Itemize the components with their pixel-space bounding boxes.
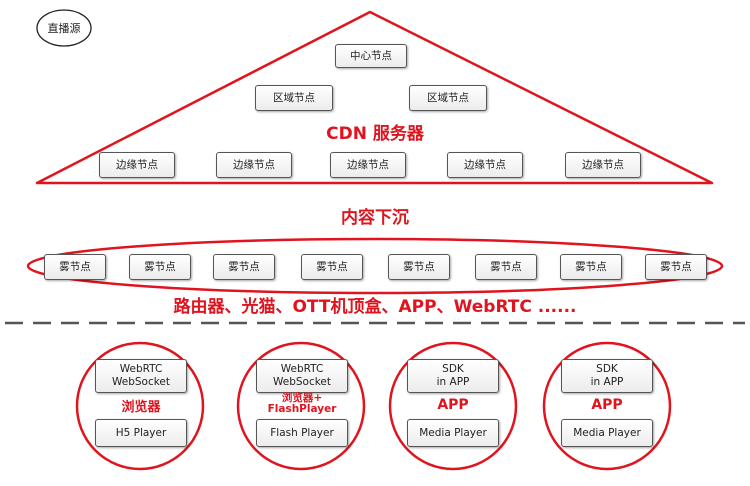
edge-node: 边缘节点 <box>99 152 175 178</box>
client-label: APP <box>437 397 469 413</box>
client-protocol-box: SDK in APP <box>561 359 653 393</box>
client-label: 浏览器 <box>121 400 161 415</box>
client-player-box: Media Player <box>407 419 499 447</box>
protocol-line: SDK <box>596 363 618 375</box>
edge-node: 边缘节点 <box>216 152 292 178</box>
fog-node: 雾节点 <box>475 254 537 280</box>
devices-label: 路由器、光猫、OTT机顶盒、APP、WebRTC ...... <box>173 297 577 317</box>
protocol-line: WebRTC <box>119 363 163 375</box>
fog-node: 雾节点 <box>560 254 622 280</box>
source-label: 直播源 <box>47 22 81 35</box>
region-node: 区域节点 <box>409 85 487 111</box>
center-node: 中心节点 <box>335 44 407 68</box>
client-player-box: Flash Player <box>256 419 348 447</box>
fog-node: 雾节点 <box>44 254 106 280</box>
edge-node: 边缘节点 <box>565 152 641 178</box>
fog-node: 雾节点 <box>388 254 450 280</box>
fog-node: 雾节点 <box>129 254 191 280</box>
fog-node: 雾节点 <box>213 254 275 280</box>
client-protocol-box: SDK in APP <box>407 359 499 393</box>
client-label: 浏览器+ FlashPlayer <box>267 392 337 415</box>
edge-node: 边缘节点 <box>330 152 406 178</box>
protocol-line: WebSocket <box>272 376 332 388</box>
client-label: APP <box>591 397 623 413</box>
protocol-line: SDK <box>442 363 464 375</box>
edge-node: 边缘节点 <box>447 152 523 178</box>
fog-node: 雾节点 <box>301 254 363 280</box>
region-node: 区域节点 <box>255 85 333 111</box>
sink-label: 内容下沉 <box>341 208 409 228</box>
client-circle <box>542 341 672 471</box>
client-protocol-box: WebRTC WebSocket <box>95 359 187 393</box>
protocol-line: in APP <box>436 376 470 388</box>
fog-ellipse <box>26 237 724 295</box>
client-player-box: H5 Player <box>95 419 187 447</box>
source-ellipse <box>36 9 92 47</box>
client-circle <box>388 341 518 471</box>
cdn-triangle <box>35 10 714 185</box>
fog-node: 雾节点 <box>645 254 707 280</box>
client-player-box: Media Player <box>561 419 653 447</box>
protocol-line: WebSocket <box>111 376 171 388</box>
protocol-line: WebRTC <box>280 363 324 375</box>
cdn-title: CDN 服务器 <box>326 124 424 144</box>
client-circle <box>236 341 366 471</box>
client-circle <box>75 341 205 471</box>
client-protocol-box: WebRTC WebSocket <box>256 359 348 393</box>
protocol-line: in APP <box>590 376 624 388</box>
